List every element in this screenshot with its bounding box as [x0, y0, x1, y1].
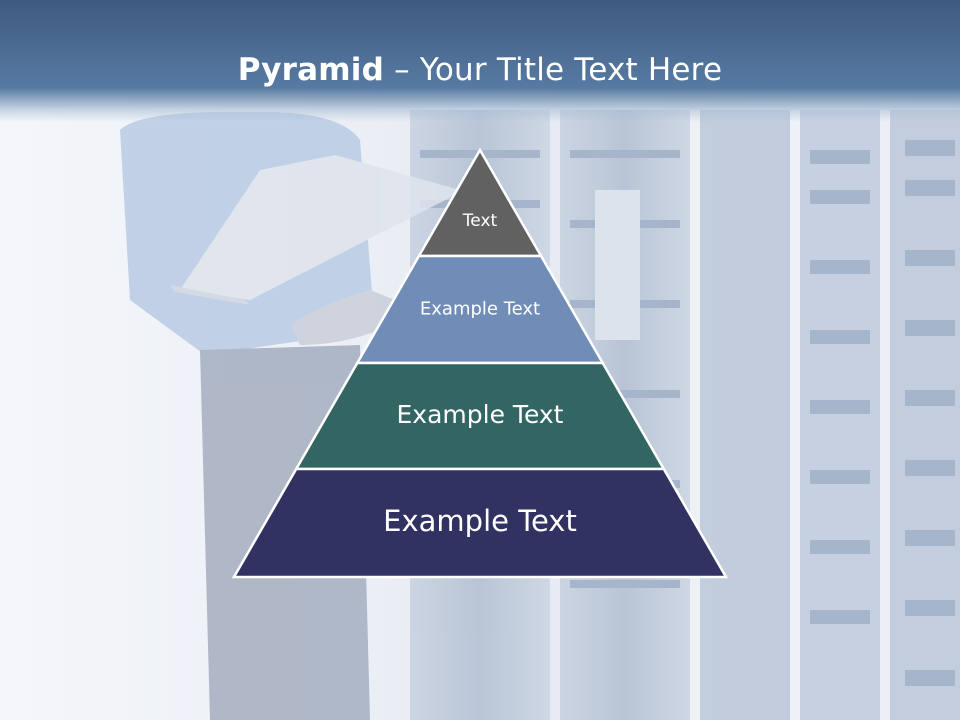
title-bold-part: Pyramid — [237, 52, 385, 88]
title-rest-part: – Your Title Text Here — [384, 52, 723, 88]
pyramid-tier-1-label: Text — [462, 211, 498, 231]
pyramid-tier-3-label: Example Text — [397, 400, 564, 429]
slide-title: Pyramid – Your Title Text Here — [0, 52, 960, 88]
pyramid-tier-2-label: Example Text — [420, 299, 540, 320]
pyramid-tier-1 — [416, 147, 544, 258]
pyramid-tier-4 — [231, 467, 729, 579]
header-band — [0, 0, 960, 122]
pyramid-tier-4-label: Example Text — [383, 504, 577, 538]
